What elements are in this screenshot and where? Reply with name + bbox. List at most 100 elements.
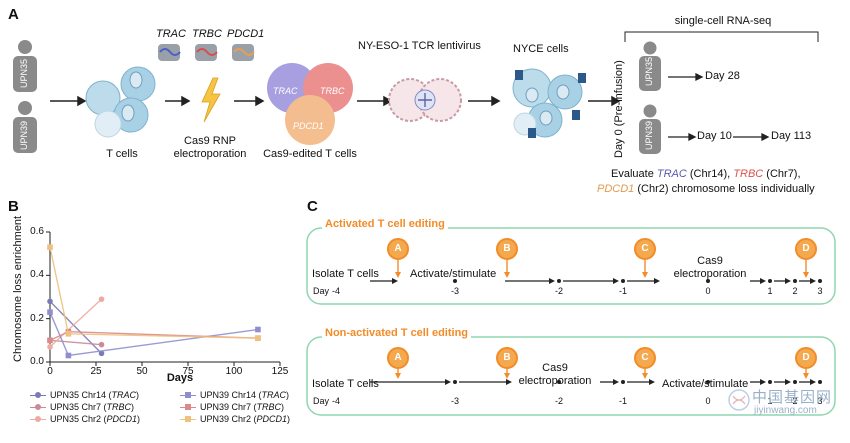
arrow-icon: [468, 95, 501, 107]
marker-arrowhead-icon: [642, 373, 648, 379]
evaluate-pdcd1-rest: (Chr2) chromosome loss individually: [634, 183, 815, 195]
nyce-cells-icon: [512, 68, 586, 138]
step-marker-c: C: [634, 238, 656, 260]
x-tick-label: 100: [225, 366, 243, 377]
step-marker-c: C: [634, 347, 656, 369]
arrowhead-icon: [785, 278, 791, 284]
donor-upn39-label: UPN39: [19, 120, 29, 150]
t-cells-label: T cells: [106, 148, 138, 160]
activated-activate-label: Activate/stimulate: [410, 268, 497, 280]
panel-c-letter: C: [307, 198, 318, 215]
day-label: 3: [817, 286, 823, 296]
step-marker-b: B: [496, 238, 518, 260]
upn39-day10-label: Day 10: [697, 130, 732, 142]
data-point: [255, 326, 261, 333]
arrowhead-icon: [810, 379, 816, 385]
series-line: [49, 339, 102, 346]
timeline-dot: [557, 380, 561, 384]
lentivirus-label: NY-ESO-1 TCR lentivirus: [358, 40, 481, 52]
day-label: -3: [450, 396, 459, 406]
arrowhead-icon: [810, 278, 816, 284]
data-point: [47, 344, 53, 350]
arrow-icon: [234, 95, 265, 107]
day-label: 2: [792, 396, 798, 406]
activated-title: Activated T cell editing: [322, 218, 448, 230]
arrowhead-icon: [649, 379, 655, 385]
arrow-icon: [50, 95, 87, 107]
timeline-dot: [793, 279, 797, 283]
timeline-dot: [768, 279, 772, 283]
step-marker-d: D: [795, 238, 817, 260]
arrowhead-icon: [760, 379, 766, 385]
arrowhead-icon: [549, 278, 555, 284]
evaluate-trac-chr: (Chr14),: [686, 168, 734, 180]
legend-item: UPN39 Chr7 (TRBC): [180, 402, 330, 412]
nonactivated-cas9-line1: Cas9: [542, 362, 568, 374]
evaluate-pdcd1: PDCD1: [597, 183, 635, 195]
timeline-dot: [453, 279, 457, 283]
arrow-icon: [588, 95, 621, 107]
timeline-dot: [706, 279, 710, 283]
data-point: [65, 352, 72, 359]
arrowhead-icon: [613, 379, 619, 385]
y-tick-label: 0.2: [30, 312, 44, 324]
y-tick-label: 0.4: [30, 269, 44, 281]
marker-arrowhead-icon: [803, 373, 809, 379]
step-marker-d: D: [795, 347, 817, 369]
venn-diagram: [267, 63, 353, 145]
gene-label-trac: TRAC: [156, 28, 186, 40]
day-label: 3: [817, 396, 823, 406]
legend-item: UPN35 Chr2 (PDCD1): [30, 414, 180, 424]
evaluate-prefix: Evaluate: [611, 168, 657, 180]
legend-item: UPN35 Chr7 (TRBC): [30, 402, 180, 412]
data-point: [98, 296, 105, 302]
day-label: 0: [705, 286, 711, 296]
timeline-dot: [768, 380, 772, 384]
marker-arrowhead-icon: [395, 272, 401, 278]
day-label: 2: [792, 286, 798, 296]
chart-ylabel: Chromosome loss enrichment: [12, 215, 24, 362]
nonactivated-isolate-label: Isolate T cells: [312, 378, 379, 390]
day-label: -2: [554, 286, 563, 296]
upn39-day113-label: Day 113: [771, 130, 812, 142]
rnp-complex-pdcd1-icon: [232, 44, 255, 61]
x-tick-label: 50: [136, 366, 148, 377]
timeline-arrows-a: [668, 72, 770, 142]
x-tick-label: 75: [182, 366, 194, 377]
x-tick-label: 25: [90, 366, 102, 377]
arrow-icon: [357, 95, 393, 107]
venn-label-trbc: TRBC: [320, 86, 345, 96]
day-label: -3: [450, 286, 459, 296]
y-tick-label: 0.6: [30, 226, 44, 237]
arrowhead-icon: [785, 379, 791, 385]
day-label: -2: [554, 396, 563, 406]
panel-a-letter: A: [8, 6, 19, 23]
edited-cells-label: Cas9-edited T cells: [263, 148, 357, 160]
timeline-dot: [453, 380, 457, 384]
rnp-label-line1: Cas9 RNP: [184, 135, 236, 147]
scrnaseq-label: single-cell RNA-seq: [674, 15, 772, 27]
data-point: [47, 309, 53, 315]
day-label: 1: [767, 396, 773, 406]
rnp-label-line2: electroporation: [173, 148, 247, 160]
day-label: -4: [331, 286, 340, 296]
evaluate-line1: Evaluate TRAC (Chr14), TRBC (Chr7),: [611, 168, 801, 180]
day-label: -1: [618, 286, 627, 296]
data-point: [47, 298, 53, 305]
day0-label: Day 0 (Pre-infusion): [613, 60, 625, 158]
timeline-dot: [621, 279, 625, 283]
arrowhead-icon: [506, 379, 512, 385]
arrowhead-icon: [613, 278, 619, 284]
arrowhead-icon: [392, 278, 398, 284]
donor-upn39-icon: [639, 104, 661, 154]
timeline-dot: [818, 380, 822, 384]
day0-donor-upn39-label: UPN39: [644, 120, 654, 150]
watermark-url: jiyinwang.com: [754, 405, 817, 416]
rnp-complex-trac-icon: [158, 44, 181, 61]
activated-cas9-line2: electroporation: [673, 268, 747, 280]
lentivirus-icon: [388, 78, 462, 122]
timeline-dot: [557, 279, 561, 283]
nonactivated-cas9-line2: electroporation: [518, 375, 592, 387]
marker-arrowhead-icon: [803, 272, 809, 278]
